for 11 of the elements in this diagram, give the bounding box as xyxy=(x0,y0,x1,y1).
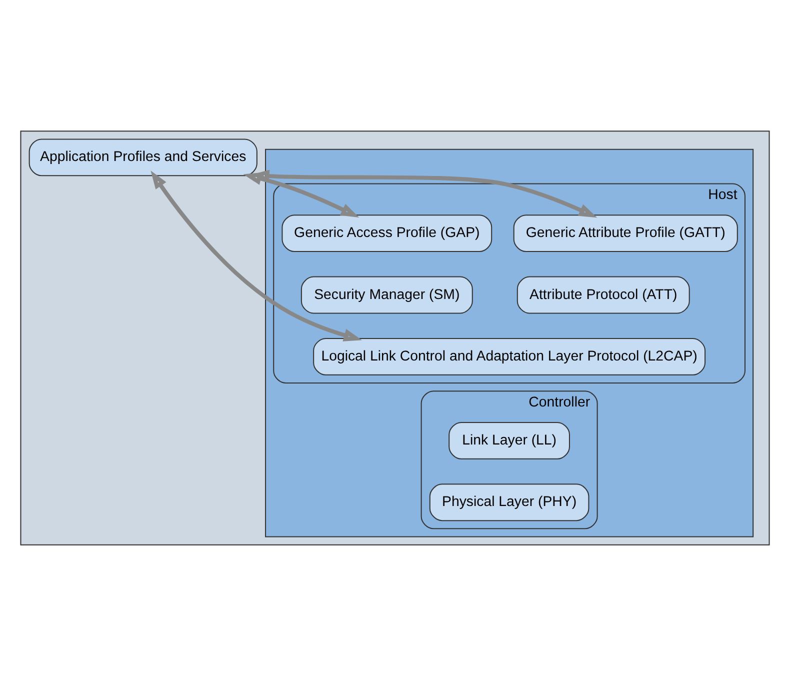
node-box: Attribute Protocol (ATT) xyxy=(516,276,690,314)
node-box: Physical Layer (PHY) xyxy=(429,483,590,521)
node-box: Generic Access Profile (GAP) xyxy=(282,214,492,252)
arrow xyxy=(150,170,362,341)
node-box: Application Profiles and Services xyxy=(28,138,258,176)
cluster xyxy=(20,130,770,545)
node-box: Link Layer (LL) xyxy=(448,421,570,459)
node-box: Generic Attribute Profile (GATT) xyxy=(513,214,738,252)
node-box: Security Manager (SM) xyxy=(300,276,473,314)
node-box: Logical Link Control and Adaptation Layer Protocol (L2CAP) xyxy=(313,338,706,375)
arrow xyxy=(243,172,360,218)
